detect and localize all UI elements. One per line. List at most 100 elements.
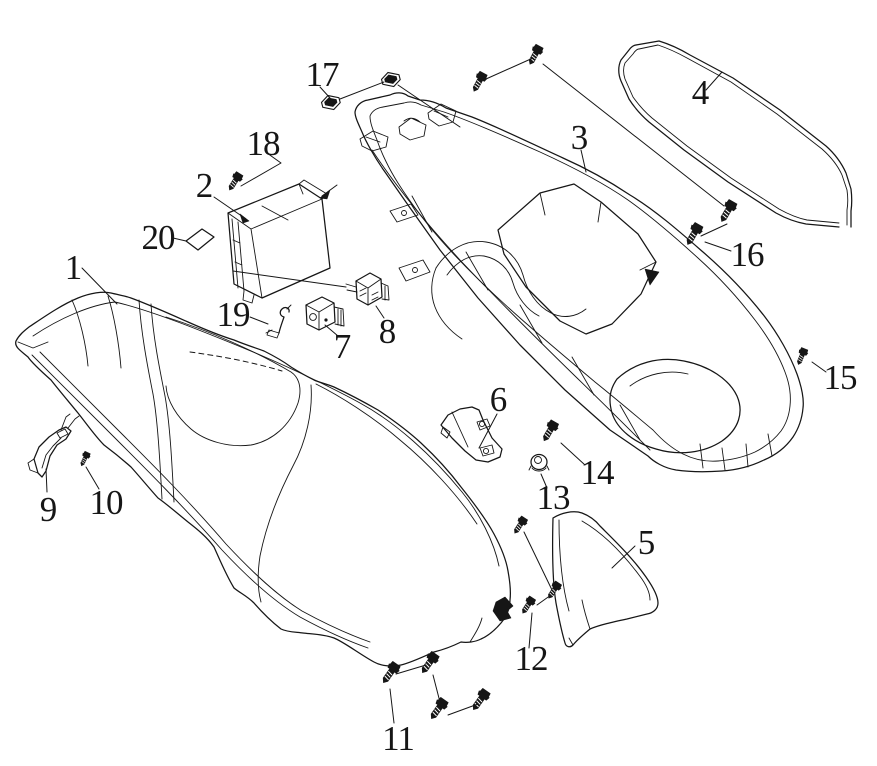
box-wall-panel-lines <box>411 195 641 441</box>
box-side-tab-a-hole <box>401 210 407 216</box>
line-striker-mount <box>232 270 347 288</box>
callout-3: 3 <box>571 118 588 157</box>
leader-14 <box>560 442 586 466</box>
part-10-screw <box>77 450 92 468</box>
callout-19: 19 <box>217 295 251 334</box>
leader-8 <box>375 305 385 319</box>
part-1-seat <box>15 291 514 667</box>
leader-5 <box>611 545 636 569</box>
seat-rear-flow-line <box>257 384 312 603</box>
callout-15: 15 <box>824 358 858 397</box>
panel-flap-line <box>568 637 574 646</box>
seat-saddle-loop <box>165 316 301 447</box>
box-center-platform <box>497 183 657 335</box>
part-15-screw <box>793 346 810 367</box>
box-side-tab-a <box>389 203 419 223</box>
ring-inner-top <box>638 44 849 226</box>
latch-edges <box>305 302 335 331</box>
nut-inner <box>534 456 542 464</box>
callout-17: 17 <box>306 55 340 94</box>
part-13-well-nut <box>528 453 550 472</box>
leader-1 <box>81 267 118 305</box>
leader-11 <box>389 688 395 724</box>
plate-tab-b <box>479 444 495 457</box>
plate-outline <box>440 406 503 463</box>
seat-rear-hinge-bracket <box>492 596 514 622</box>
callout-4: 4 <box>692 73 709 112</box>
seat-outline <box>15 291 512 667</box>
leader-3 <box>580 149 587 173</box>
hook-curl <box>278 306 290 334</box>
seat-rear-corner-line <box>469 617 483 643</box>
part-11-screws <box>378 650 492 723</box>
part-4-seal-ring <box>618 40 853 228</box>
callout-12: 12 <box>515 639 548 678</box>
seat-skirt-line-a <box>31 354 369 649</box>
assembly-lines <box>232 57 728 716</box>
plate-hole-a <box>478 420 486 428</box>
line-clip-to-deck <box>397 84 461 128</box>
ring-inner-bottom <box>623 48 840 224</box>
striker-flange <box>380 282 390 301</box>
plate-fold-line <box>451 411 469 448</box>
leader-10 <box>85 466 100 490</box>
panel-inner-rim <box>581 520 651 601</box>
latch-hole <box>309 313 317 321</box>
box-arch-tail <box>431 267 463 340</box>
part-9-bracket <box>27 413 80 478</box>
callout-16: 16 <box>731 235 765 274</box>
part-8-striker-block <box>345 272 390 306</box>
box-arch-inner <box>446 255 540 317</box>
callout-9: 9 <box>40 490 57 529</box>
leader-2-arrow <box>239 213 250 224</box>
case-corner-arrow <box>319 189 331 200</box>
box-bowl-inner-arc <box>629 371 689 387</box>
callout-2: 2 <box>196 166 213 205</box>
box-deck-latch-2 <box>398 117 427 141</box>
leader-6 <box>478 413 498 449</box>
nut-base <box>528 465 550 472</box>
box-side-tab-b <box>398 259 431 282</box>
case-top-crease <box>261 183 304 221</box>
box-arch-outer <box>435 241 587 317</box>
callout-8: 8 <box>379 312 396 351</box>
leader-17 <box>319 86 331 99</box>
ring-outer-top <box>635 40 853 228</box>
line-screw17-to-screw16 <box>542 63 725 207</box>
callout-1: 1 <box>65 248 82 287</box>
part-18-screw <box>224 170 245 194</box>
line-clip-to-clip <box>339 81 385 100</box>
leader-13 <box>540 473 548 489</box>
case-edges <box>227 198 323 299</box>
seat-waist-seam-b <box>150 303 175 503</box>
ring-outer-bottom <box>618 44 840 228</box>
part-7-latch-block <box>305 296 345 331</box>
leader-7 <box>324 324 339 337</box>
box-notch <box>644 268 660 286</box>
leader-20 <box>172 237 187 242</box>
part-12-screws <box>510 514 564 617</box>
bracket-notch <box>56 428 69 439</box>
bracket-inner-line <box>41 437 62 469</box>
hook-foot-b <box>265 329 273 334</box>
striker-prongs <box>345 283 358 293</box>
plate-tab-a <box>476 418 491 431</box>
callout-10: 10 <box>90 483 124 522</box>
line-screws11-b <box>432 674 442 707</box>
plate-hole-b <box>482 447 490 455</box>
box-wall-mid-line <box>371 149 651 451</box>
part-14-bolt <box>538 418 561 444</box>
leader-lines <box>45 71 827 724</box>
seat-hump-line <box>315 383 478 525</box>
line-screws11-c <box>447 703 479 716</box>
line-screws12-a <box>536 594 552 606</box>
leader-16 <box>704 241 732 252</box>
seat-top-seam <box>32 301 500 567</box>
striker-body <box>355 272 383 306</box>
hook-foot-a <box>266 329 280 339</box>
leader-18 <box>240 152 282 187</box>
part-2-case <box>227 179 331 304</box>
panel-left-band <box>558 519 570 612</box>
box-bowl <box>609 358 741 454</box>
